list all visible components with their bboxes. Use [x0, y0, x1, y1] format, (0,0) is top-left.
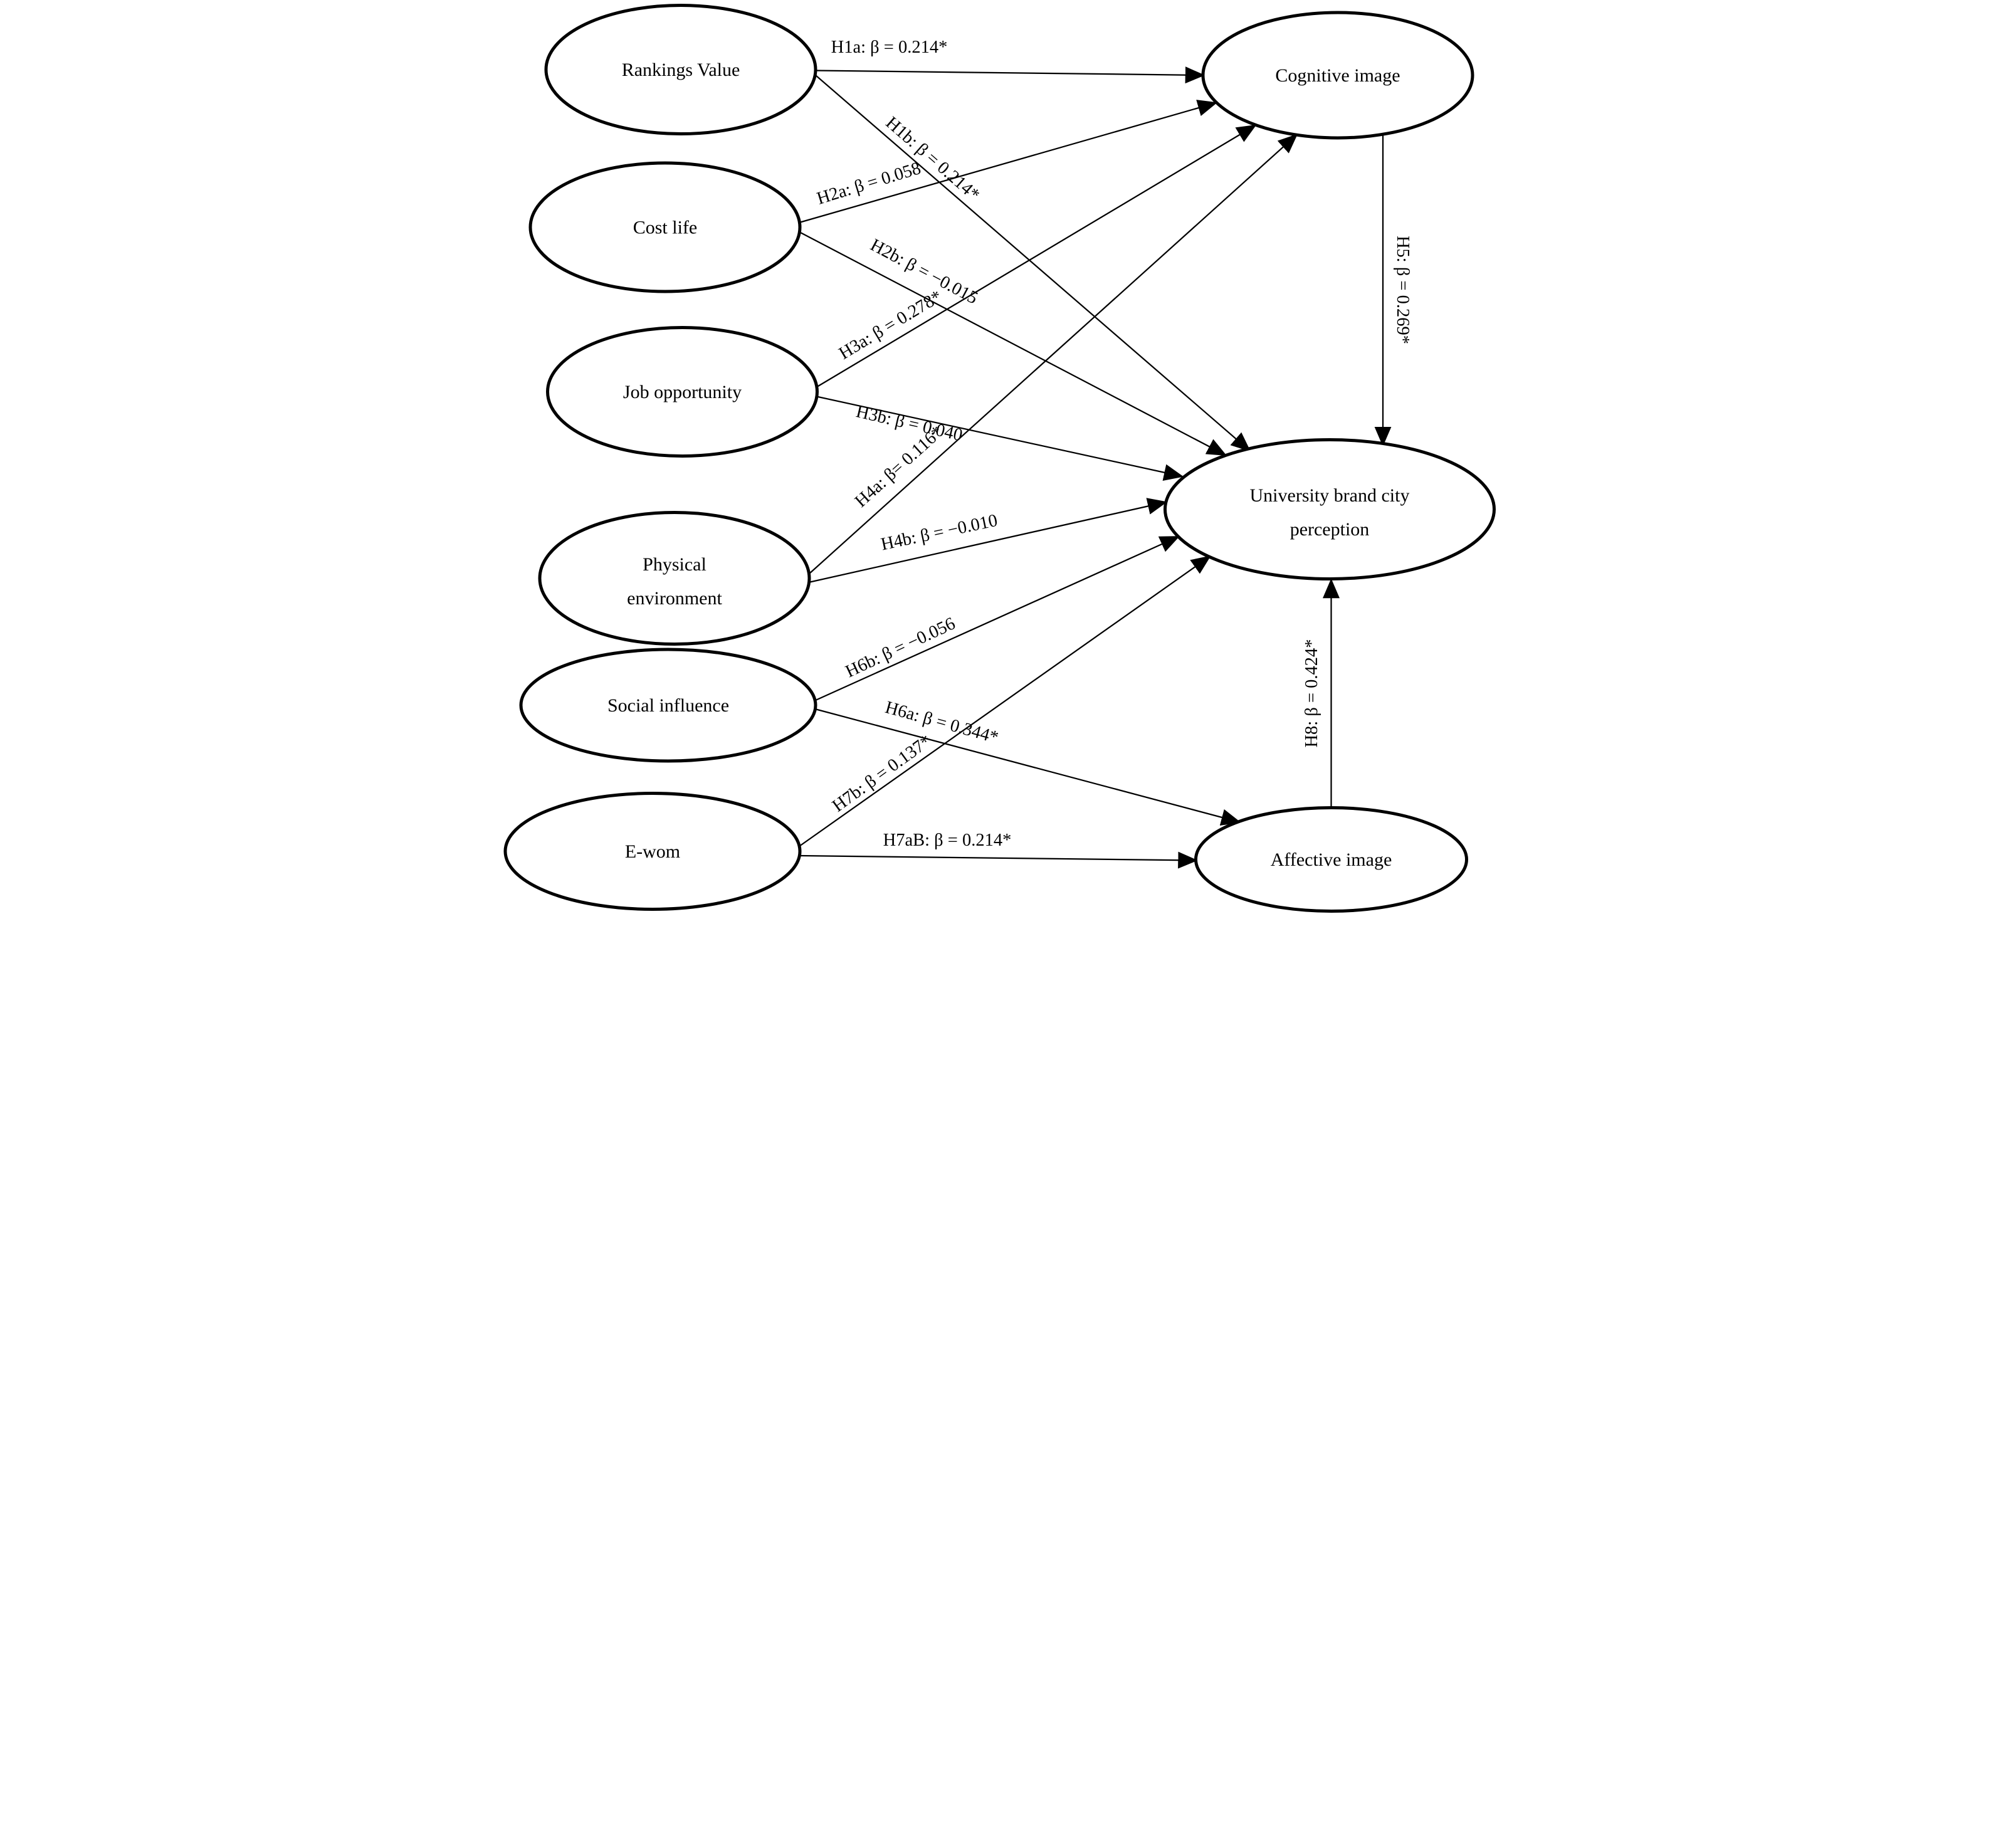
- edge-h3b: [816, 396, 1184, 481]
- node-affective-image-ellipse: [1194, 806, 1468, 913]
- node-affective-image-label: Affective image: [1271, 849, 1392, 870]
- edge-label-h8: H8: β = 0.424*: [1302, 639, 1321, 747]
- node-job-opportunity: Job opportunity: [546, 326, 819, 458]
- node-cost-life-label: Cost life: [633, 218, 698, 238]
- node-university-brand-city-perception-ellipse: [1163, 438, 1496, 580]
- edge-h7ab: [799, 851, 1198, 869]
- edge-h7b: [799, 555, 1211, 847]
- edge-h4a: [808, 134, 1298, 575]
- node-affective-image: Affective image: [1194, 806, 1468, 913]
- edge-h1a: [815, 66, 1205, 84]
- node-e-wom-label: E-wom: [625, 841, 680, 862]
- node-job-opportunity-label: Job opportunity: [623, 382, 742, 402]
- node-university-brand-city-perception: University brand city perception: [1163, 438, 1496, 580]
- node-job-opportunity-ellipse: [546, 326, 819, 458]
- edge-label-h3a: H3a: β = 0.278*: [836, 287, 945, 364]
- edge-label-h3b: H3b: β = 0.040: [854, 402, 965, 445]
- edge-label-h4b: H4b: β = −0.010: [879, 511, 999, 555]
- edge-label-h2a: H2a: β = 0.058: [814, 159, 923, 209]
- node-e-wom-ellipse: [503, 792, 802, 911]
- edge-label-h6b: H6b: β = −0.056: [843, 614, 959, 681]
- edge-h6b: [814, 535, 1180, 701]
- sem-path-diagram-canvas: H1a: β = 0.214* H1b: β = 0.214* H2a: β =…: [499, 0, 1497, 924]
- node-e-wom: E-wom: [503, 792, 802, 911]
- node-rankings-value-label: Rankings Value: [622, 60, 740, 80]
- node-rankings-value: Rankings Value: [544, 4, 817, 135]
- edge-label-h7ab: H7aB: β = 0.214*: [883, 831, 1012, 850]
- edge-label-h6a: H6a: β = 0.344*: [883, 698, 1001, 748]
- edges-group: [799, 66, 1392, 869]
- node-social-influence: Social influence: [519, 648, 817, 763]
- edge-h1b: [815, 75, 1251, 452]
- edge-label-h5: H5: β = 0.269*: [1393, 236, 1412, 344]
- node-social-influence-label: Social influence: [607, 695, 729, 716]
- node-physical-environment-label-line1: Physical: [643, 554, 706, 575]
- edge-label-h1b: H1b: β = 0.214*: [882, 113, 984, 204]
- node-cognitive-image-ellipse: [1201, 11, 1474, 140]
- node-physical-environment: Physical environment: [538, 511, 811, 646]
- edge-h2b: [799, 231, 1227, 456]
- node-rankings-value-ellipse: [544, 4, 817, 135]
- edge-label-h1a: H1a: β = 0.214*: [831, 38, 948, 57]
- node-university-brand-city-perception-label-line2: perception: [1290, 519, 1370, 540]
- node-physical-environment-label-line2: environment: [627, 588, 722, 609]
- node-cognitive-image: Cognitive image: [1201, 11, 1474, 140]
- edge-h3a: [816, 124, 1257, 388]
- node-cognitive-image-label: Cognitive image: [1275, 65, 1400, 86]
- edge-label-h4a: H4a: β= 0.116*: [851, 423, 947, 512]
- edge-h6a: [814, 708, 1241, 826]
- edge-label-h7b: H7b: β = 0.137*: [829, 732, 935, 816]
- edge-h2a: [799, 100, 1218, 224]
- node-university-brand-city-perception-label-line1: University brand city: [1250, 485, 1410, 506]
- edge-h4b: [808, 498, 1168, 584]
- node-social-influence-ellipse: [519, 648, 817, 763]
- sem-path-diagram: H1a: β = 0.214* H1b: β = 0.214* H2a: β =…: [499, 0, 1497, 924]
- node-cost-life: Cost life: [528, 161, 802, 293]
- node-physical-environment-ellipse: [538, 511, 811, 646]
- node-cost-life-ellipse: [528, 161, 802, 293]
